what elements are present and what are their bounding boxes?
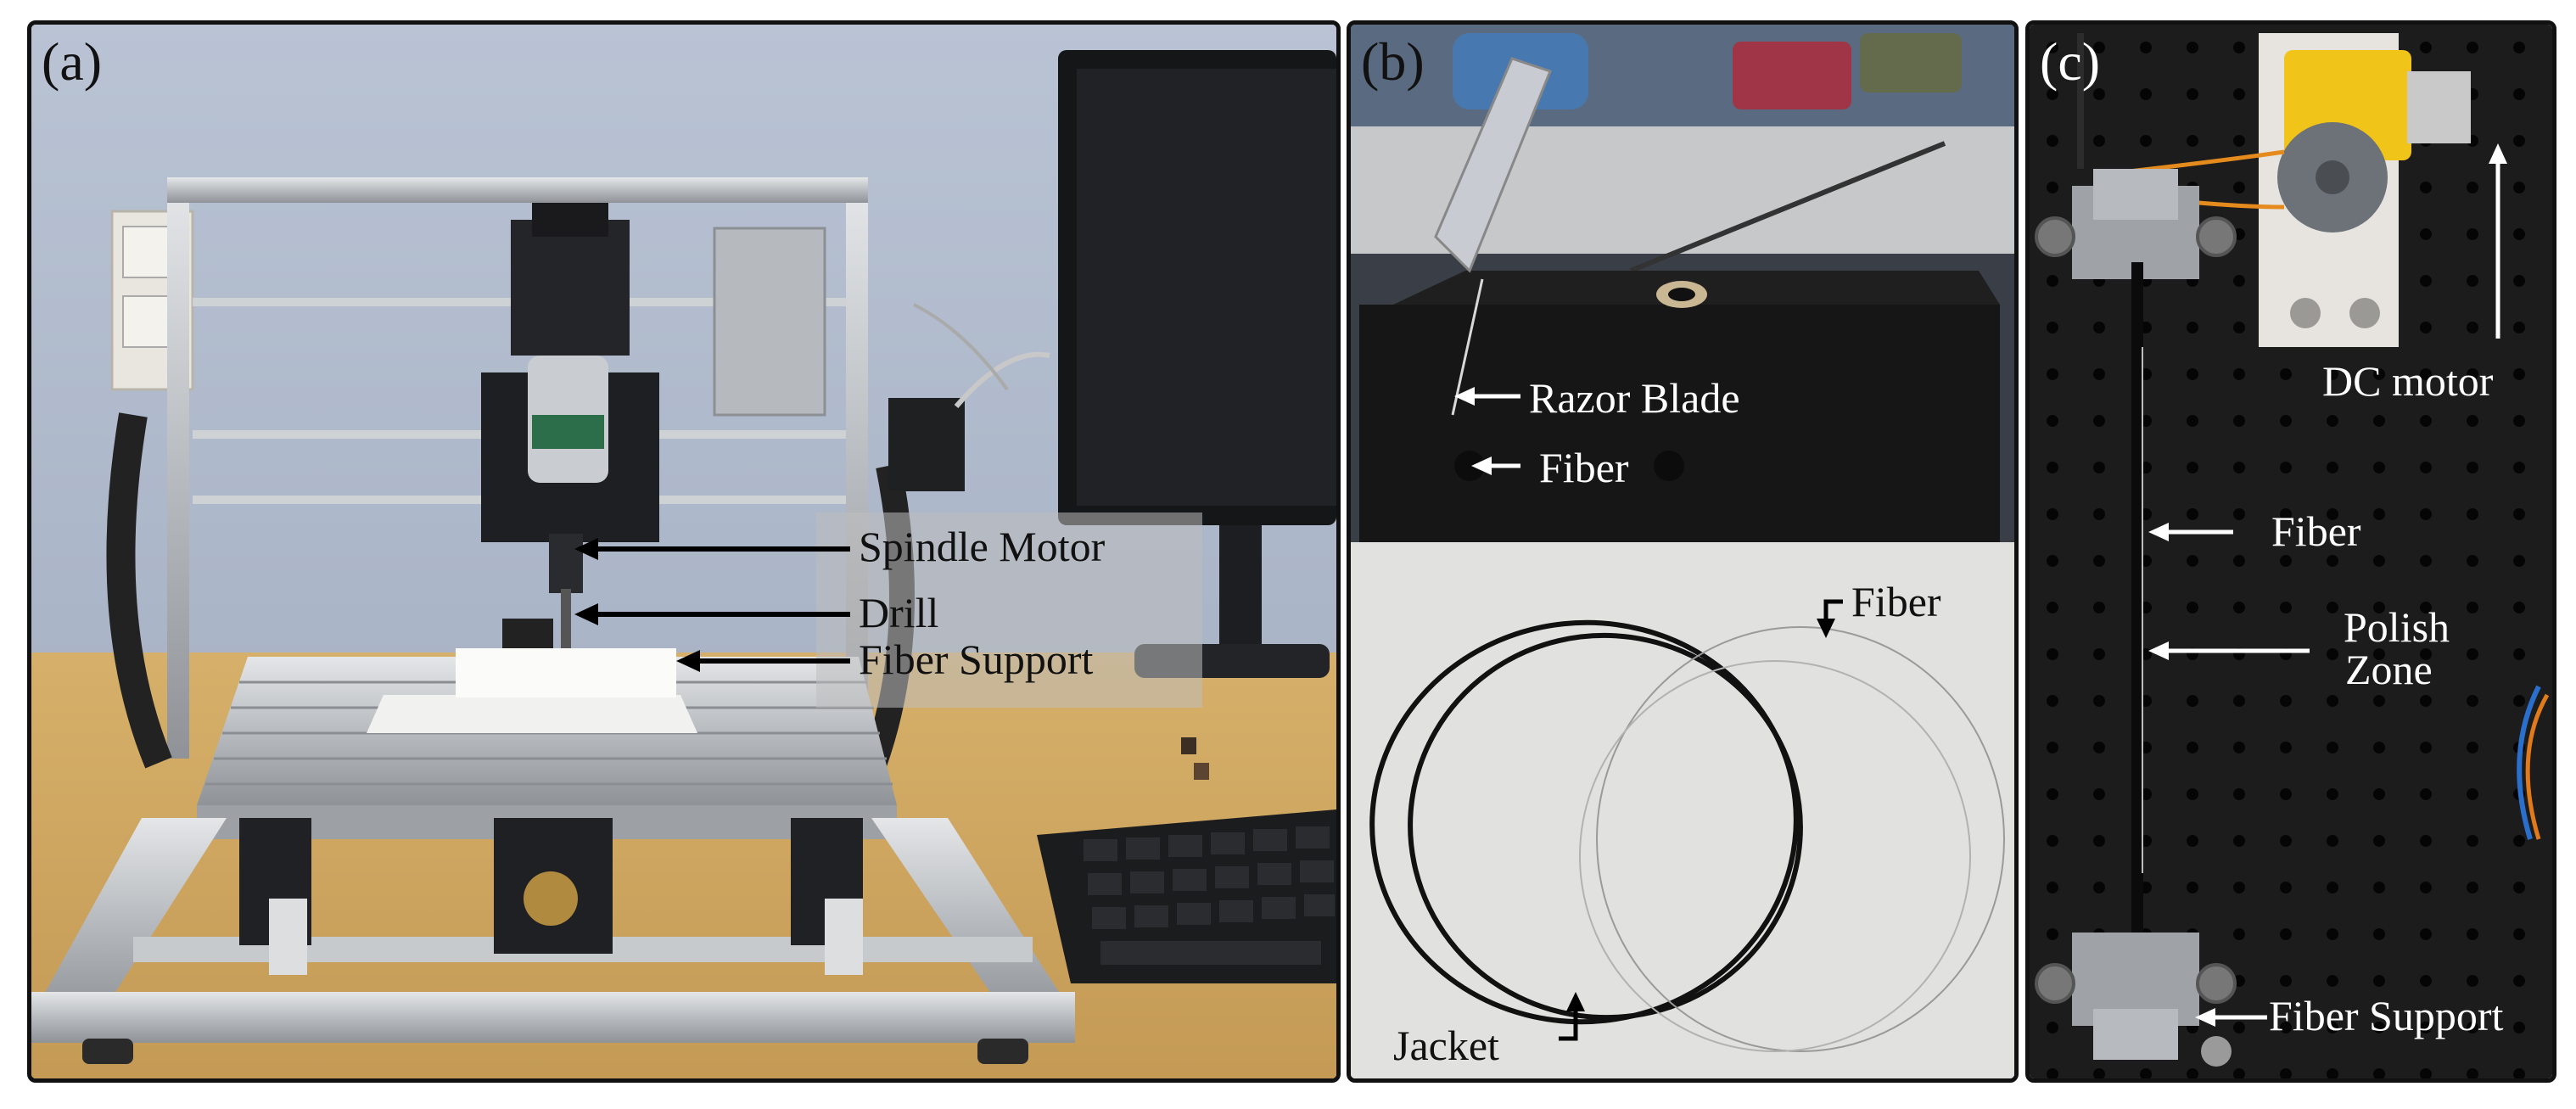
arrow-fiber-support-icon [676,650,850,672]
polishing-setup-photo [2030,25,2552,1078]
panel-c-letter: (c) [2040,31,2101,92]
label-drill: Drill [859,589,939,636]
arrow-spindle-motor-icon [574,538,850,560]
label-polish: Polish [2344,603,2450,651]
label-fiber-support: Fiber Support [2269,992,2504,1039]
panel-b-razor-and-fiber-photo: (b) Razor Blade Fiber Fiber Jacket [1347,20,2019,1083]
label-jacket: Jacket [1393,1022,1499,1069]
arrow-fiber-support-icon [2195,1008,2267,1027]
label-fiber-block: Fiber [1539,444,1629,491]
arrow-dc-motor-icon [2489,143,2507,339]
label-fiber: Fiber [2271,507,2361,555]
label-background [816,512,1202,708]
label-spindle-motor: Spindle Motor [859,523,1106,570]
arrow-razor-blade-icon [1454,387,1520,406]
panel-a-cnc-machine-photo: (a) Spindle Motor Drill Fiber Support [27,20,1341,1083]
arrow-fiber-block-icon [1471,456,1520,475]
cnc-frame [31,177,1075,1064]
panel-c-polishing-setup-photo: (c) DC motor Fiber Polish Zone Fiber Sup… [2025,20,2556,1083]
arrow-polish-zone-icon [2148,641,2310,660]
panel-c-arrows [2148,143,2507,1027]
keyboard [1037,809,1336,983]
panel-b-arrows [1454,387,1843,1041]
label-fiber-support: Fiber Support [859,636,1094,683]
label-razor-blade: Razor Blade [1529,374,1740,422]
arrow-fiber-coil-icon [1817,599,1843,638]
label-dc-motor: DC motor [2322,357,2494,405]
arrow-drill-icon [574,603,850,625]
fiber-coil [1369,619,2005,1052]
label-fiber-coil: Fiber [1851,578,1941,625]
cnc-machine-photo [31,25,1336,1078]
black-block [1359,271,2000,542]
panel-a-arrows [574,538,850,672]
arrow-jacket-icon [1559,992,1585,1041]
arrow-fiber-icon [2148,523,2233,541]
razor-blade [1434,57,1552,273]
label-zone: Zone [2345,646,2433,693]
razor-and-fiber-photo [1351,25,2014,1078]
panel-a-letter: (a) [42,31,103,92]
panel-b-letter: (b) [1361,31,1425,92]
